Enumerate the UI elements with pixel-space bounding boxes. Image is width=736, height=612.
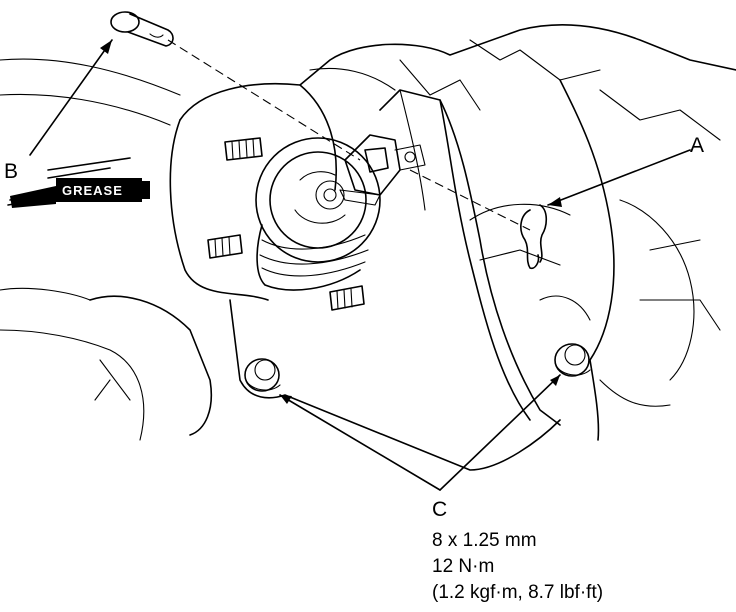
clevis-pin-part-b xyxy=(110,11,174,47)
leader-line-a xyxy=(547,149,691,207)
bolt-size-label: 8 x 1.25 mm xyxy=(432,530,537,551)
torque-specification: 8 x 1.25 mm 12 N·m (1.2 kgf·m, 8.7 lbf·f… xyxy=(432,530,603,603)
stud-upper xyxy=(224,137,263,161)
clutch-slave-cylinder xyxy=(255,137,381,291)
pin-assembly-line xyxy=(167,39,361,161)
flange-bolt-left xyxy=(244,358,281,392)
leader-lines-c xyxy=(279,374,561,491)
callout-c: C xyxy=(432,498,447,521)
stud-lower xyxy=(329,285,365,311)
stud-middle xyxy=(207,234,243,259)
flange-bolt-right xyxy=(554,343,591,377)
transmission-housing xyxy=(0,24,736,441)
release-fork-clevis xyxy=(339,134,426,206)
clip-assembly-line xyxy=(409,169,531,231)
grease-label: GREASE xyxy=(62,183,123,198)
leader-line-b xyxy=(29,39,113,156)
mounting-bracket xyxy=(229,89,561,471)
grease-tube-icon: GREASE xyxy=(7,157,150,208)
torque-alt-label: (1.2 kgf·m, 8.7 lbf·ft) xyxy=(432,582,603,603)
callout-b: B xyxy=(4,160,18,183)
callout-a: A xyxy=(690,134,704,157)
clip-part-a xyxy=(520,204,548,270)
torque-nm-label: 12 N·m xyxy=(432,556,494,577)
mounting-studs xyxy=(207,137,365,311)
